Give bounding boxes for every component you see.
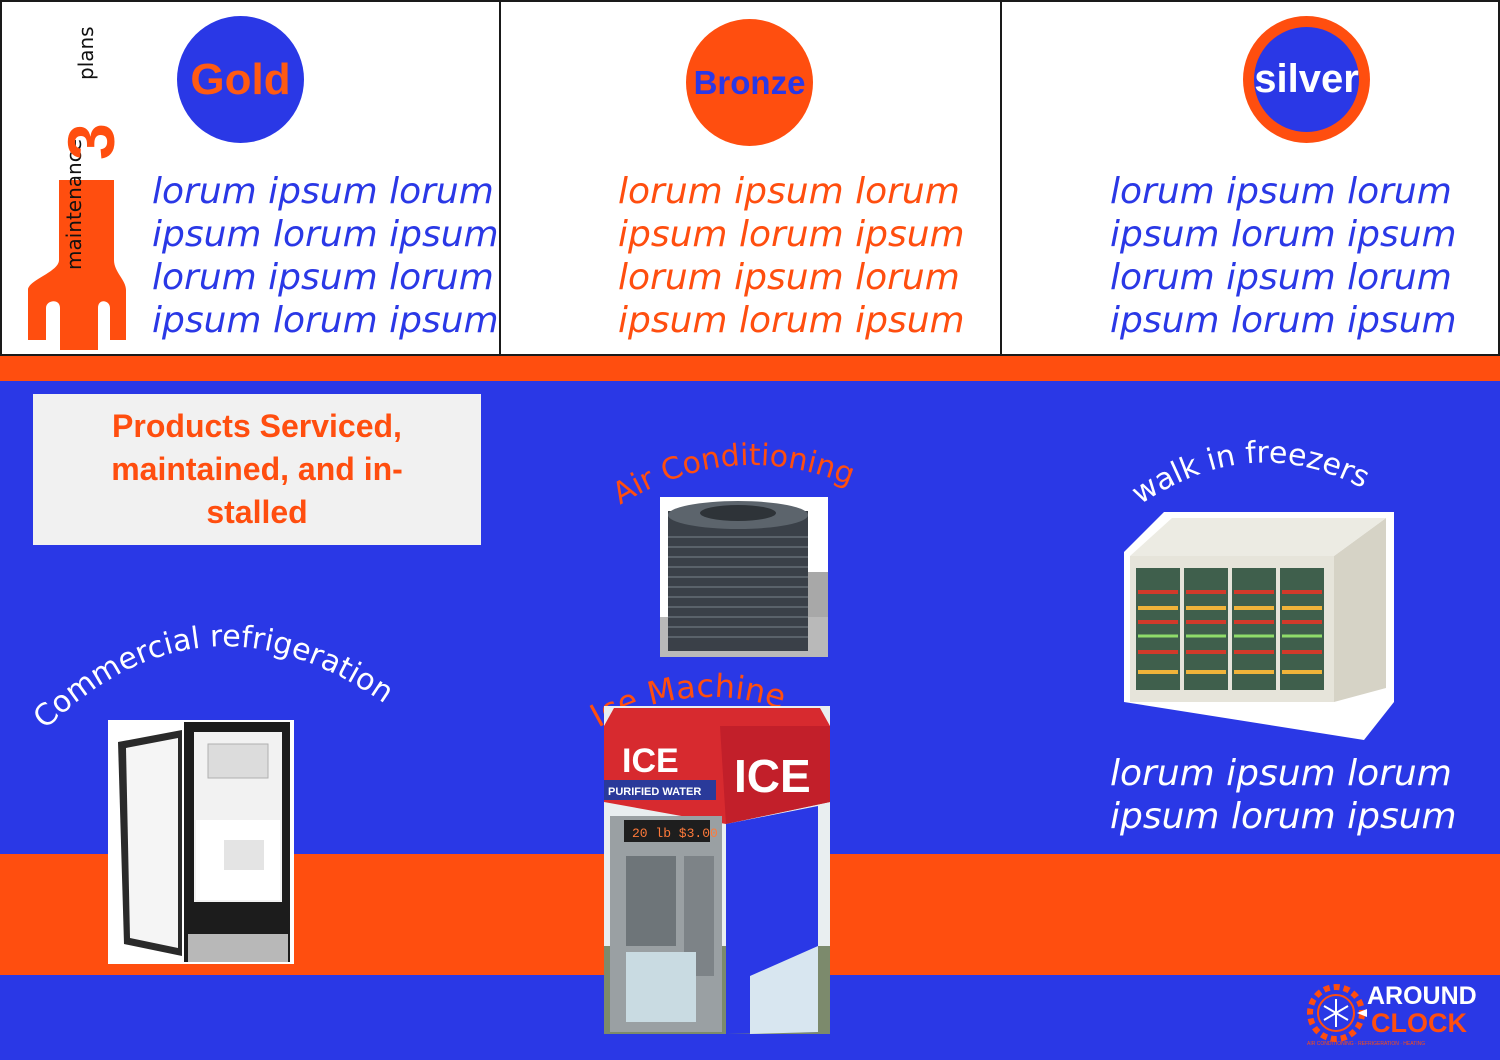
commercial-refrigeration-label: Commercial refrigeration	[27, 619, 400, 736]
ice-sign-right: ICE	[734, 750, 811, 802]
walk-in-line: lorum ipsum lorum	[1110, 753, 1452, 794]
maintenance-plans-panel: maintenance 3 plans Gold Bronze silver l…	[0, 0, 1500, 356]
air-conditioner-image	[660, 497, 828, 657]
plan-line: lorum ipsum lorum	[618, 171, 960, 212]
plan-line: ipsum lorum ipsum	[1110, 300, 1457, 341]
logo-clock-text: CLOCK	[1371, 1008, 1467, 1038]
plan-line: ipsum lorum ipsum	[152, 300, 499, 341]
svg-text:walk in freezers: walk in freezers	[1126, 435, 1375, 511]
ice-maker-image	[108, 720, 294, 964]
silver-badge-inner-circle	[1254, 27, 1359, 132]
plan-line: lorum ipsum lorum	[618, 257, 960, 298]
plan-line: lorum ipsum lorum	[1110, 171, 1452, 212]
products-serviced-title: Products Serviced, maintained, and in- s…	[111, 408, 403, 530]
gold-plan-badge: Gold	[177, 16, 304, 143]
snowflake-gear-icon	[1307, 984, 1367, 1042]
walk-in-freezers-text: walk in freezers	[1126, 435, 1375, 511]
gold-plan-description: lorum ipsum lorum ipsum lorum ipsum loru…	[152, 170, 499, 342]
svg-text:Commercial refrigeration: Commercial refrigeration	[27, 619, 400, 736]
plan-column-silver	[1000, 0, 1500, 356]
plan-line: ipsum lorum ipsum	[1110, 214, 1457, 255]
plan-line: lorum ipsum lorum	[1110, 257, 1452, 298]
wrench-icon	[28, 180, 126, 350]
plan-line: ipsum lorum ipsum	[152, 214, 499, 255]
around-the-clock-logo: AROUND CLOCK AIR CONDITIONING · REFRIGER…	[1305, 980, 1495, 1052]
ice-purified-label: PURIFIED WATER	[608, 786, 701, 798]
bronze-plan-badge: Bronze	[686, 19, 813, 146]
bronze-plan-name: Bronze	[693, 63, 806, 101]
silver-plan-badge: silver	[1243, 16, 1370, 143]
gold-plan-name: Gold	[190, 54, 291, 104]
walk-in-line: ipsum lorum ipsum	[1110, 796, 1457, 837]
walk-in-freezer-image	[1124, 512, 1394, 740]
plan-line: ipsum lorum ipsum	[618, 300, 965, 341]
plan-line: ipsum lorum ipsum	[618, 214, 965, 255]
logo-around-text: AROUND	[1367, 982, 1477, 1010]
products-serviced-box: Products Serviced, maintained, and in- s…	[33, 394, 481, 545]
plan-line: lorum ipsum lorum	[152, 257, 494, 298]
ice-kiosk-image: ICE ICE PURIFIED WATER 20 lb $3.00	[604, 706, 830, 1034]
walk-in-freezers-description: lorum ipsum lorum ipsum lorum ipsum	[1110, 752, 1457, 838]
bronze-plan-description: lorum ipsum lorum ipsum lorum ipsum loru…	[618, 170, 965, 342]
plans-label: plans	[74, 26, 98, 80]
orange-stripe-top	[0, 356, 1500, 381]
commercial-refrigeration-text: Commercial refrigeration	[27, 619, 400, 736]
plan-line: lorum ipsum lorum	[152, 171, 494, 212]
silver-plan-description: lorum ipsum lorum ipsum lorum ipsum loru…	[1110, 170, 1457, 342]
walk-in-freezers-label: walk in freezers	[1126, 435, 1375, 511]
plans-number: 3	[54, 123, 128, 160]
ice-sign-left: ICE	[622, 742, 679, 780]
logo-tagline: AIR CONDITIONING · REFRIGERATION · HEATI…	[1307, 1041, 1426, 1047]
silver-plan-name: silver	[1254, 57, 1359, 101]
ice-price: 20 lb $3.00	[632, 826, 718, 841]
